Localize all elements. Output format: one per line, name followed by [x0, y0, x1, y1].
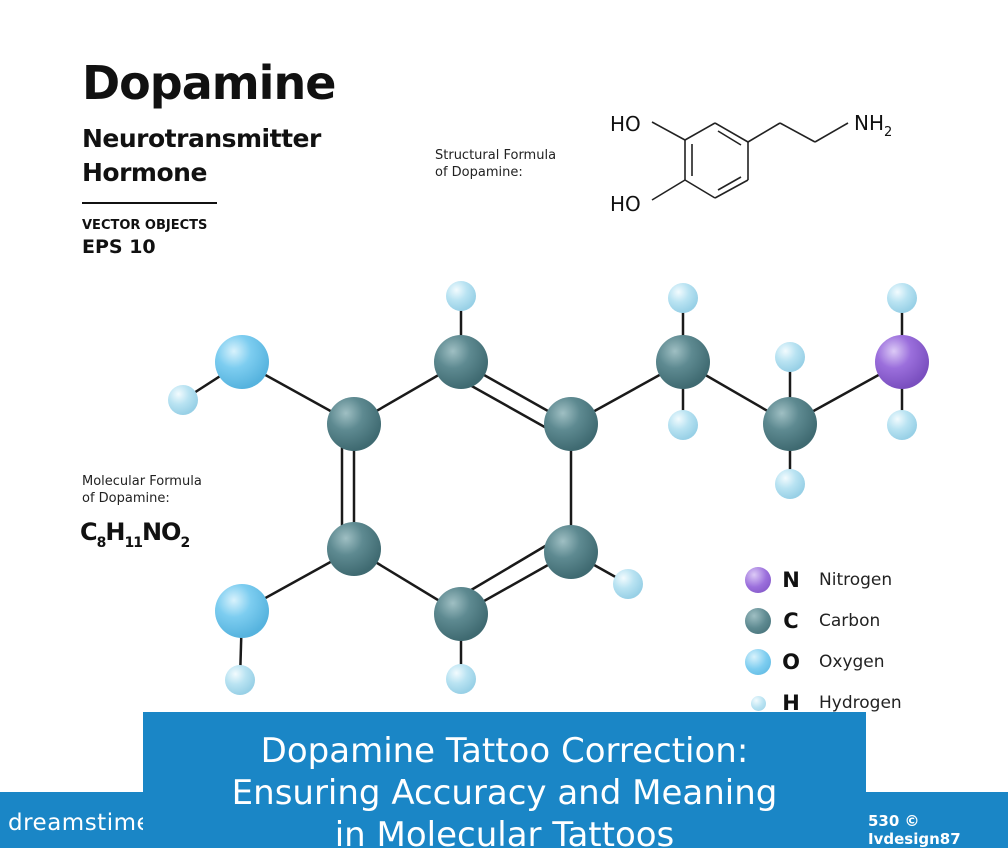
nh-label: NH [854, 111, 884, 135]
page-title: Dopamine [82, 56, 336, 110]
carbon-atom [544, 397, 598, 451]
ring-bond [714, 122, 749, 143]
carbon-atom [327, 397, 381, 451]
banner-line-1: Dopamine Tattoo Correction: [260, 731, 749, 771]
eps-label: EPS 10 [82, 236, 156, 258]
formula-h: H [105, 518, 125, 546]
ho-top-label: HO [610, 112, 641, 136]
hydrogen-swatch [750, 695, 766, 711]
structural-formula-label: Structural Formula of Dopamine: [435, 147, 556, 181]
carbon-atom [656, 335, 710, 389]
oxygen-atom [215, 584, 269, 638]
formula-no: NO [141, 518, 181, 546]
banner-line-2: Ensuring Accuracy and Meaning [231, 773, 778, 813]
carbon-atom [763, 397, 817, 451]
footer-brand: dreamstime. [8, 810, 159, 836]
formula-o-count: 2 [180, 535, 190, 551]
legend-symbol: H [782, 691, 800, 715]
nitrogen-swatch [745, 567, 771, 593]
formula-h-count: 11 [124, 535, 143, 551]
ho-bond-bottom [651, 179, 686, 201]
bond [460, 540, 553, 598]
structural-bonds [651, 121, 849, 201]
legend-name: Nitrogen [819, 570, 893, 590]
hydrogen-atom [668, 283, 698, 313]
legend-name: Carbon [819, 611, 881, 631]
carbon-atom [327, 522, 381, 576]
hydrogen-atom [887, 283, 917, 313]
structural-label-line2: of Dopamine: [435, 165, 523, 180]
formula-c-count: 8 [96, 535, 107, 551]
footer-credit: 530 © Ivdesign87 [868, 812, 961, 848]
model-atoms [168, 281, 929, 695]
legend-item-carbon: C Carbon [745, 606, 880, 636]
banner-line-3: in Molecular Tattoos [334, 815, 675, 855]
legend-item-oxygen: O Oxygen [745, 647, 885, 677]
legend-symbol: C [783, 609, 799, 633]
headline-banner: Dopamine Tattoo Correction: Ensuring Acc… [143, 712, 866, 855]
nh-subscript: 2 [884, 125, 892, 140]
hydrogen-atom [775, 469, 805, 499]
molecular-label-line1: Molecular Formula [82, 474, 202, 489]
hydrogen-atom [775, 342, 805, 372]
structural-formula-diagram: HO HO NH2 [610, 111, 892, 216]
hydrogen-atom [668, 410, 698, 440]
legend-symbol: O [782, 650, 800, 674]
carbon-swatch [745, 608, 771, 634]
oxygen-atom [215, 335, 269, 389]
carbon-atom [544, 525, 598, 579]
hydrogen-atom [225, 665, 255, 695]
legend-item-nitrogen: N Nitrogen [745, 565, 892, 595]
hydrogen-atom [446, 281, 476, 311]
hydrogen-atom [887, 410, 917, 440]
oxygen-swatch [745, 649, 771, 675]
ring-bond [684, 122, 716, 141]
subtitle-hormone: Hormone [82, 158, 207, 187]
formula-c: C [80, 518, 98, 546]
legend-symbol: N [782, 568, 800, 592]
hydrogen-atom [613, 569, 643, 599]
molecular-formula: C8H11NO2 [80, 518, 190, 551]
carbon-atom [434, 587, 488, 641]
hydrogen-swatch-wrap [745, 695, 771, 711]
ring-bond [684, 179, 716, 199]
legend-name: Oxygen [819, 652, 885, 672]
molecular-label-line2: of Dopamine: [82, 491, 170, 506]
nh2-label: NH2 [854, 111, 892, 140]
chain-bond [814, 122, 849, 143]
legend-item-hydrogen: H Hydrogen [745, 688, 902, 718]
ho-bond-top [651, 121, 686, 141]
vector-objects-label: VECTOR OBJECTS [82, 218, 208, 233]
hydrogen-atom [446, 664, 476, 694]
chain-bond [779, 122, 816, 143]
subtitle-neurotransmitter: Neurotransmitter [82, 124, 321, 153]
nitrogen-atom [875, 335, 929, 389]
ring-double-bond [717, 176, 742, 191]
chain-bond [747, 122, 781, 143]
heading-divider [82, 202, 217, 204]
ring-bond [714, 179, 749, 199]
bond [460, 378, 551, 432]
legend-name: Hydrogen [819, 693, 902, 713]
ring-double-bond [717, 130, 742, 146]
molecular-formula-label: Molecular Formula of Dopamine: [82, 473, 202, 507]
structural-label-line1: Structural Formula [435, 148, 557, 163]
ho-bottom-label: HO [610, 192, 641, 216]
hydrogen-atom [168, 385, 198, 415]
carbon-atom [434, 335, 488, 389]
